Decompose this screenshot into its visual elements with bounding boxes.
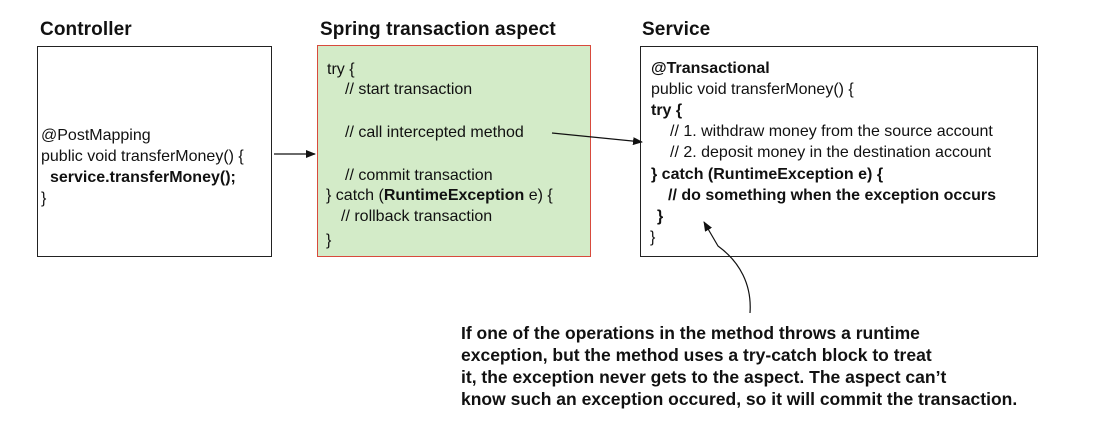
aspect-close-brace: } xyxy=(326,232,332,249)
aspect-catch-line: } catch (RuntimeException e) { xyxy=(326,186,553,206)
aspect-to-service-arrow xyxy=(551,132,643,146)
aspect-try-open: try { xyxy=(327,61,355,78)
service-title: Service xyxy=(642,19,711,40)
aspect-call-comment: // call intercepted method xyxy=(345,124,524,141)
note-line-1: If one of the operations in the method t… xyxy=(461,323,920,343)
controller-signature: public void transferMoney() { xyxy=(41,148,244,165)
service-step1-comment: // 1. withdraw money from the source acc… xyxy=(670,123,993,140)
controller-service-call: service.transferMoney(); xyxy=(50,169,236,186)
aspect-commit-comment: // commit transaction xyxy=(345,167,493,184)
aspect-rollback-comment: // rollback transaction xyxy=(341,208,493,225)
service-annotation: @Transactional xyxy=(651,60,770,77)
service-close-brace: } xyxy=(650,229,656,246)
service-inner-close-brace: } xyxy=(657,208,664,225)
controller-box xyxy=(37,46,272,257)
exception-note: If one of the operations in the method t… xyxy=(461,322,1081,410)
controller-annotation: @PostMapping xyxy=(41,127,151,144)
aspect-box xyxy=(317,45,591,257)
note-line-4: know such an exception occured, so it wi… xyxy=(461,389,1018,409)
note-line-2: exception, but the method uses a try-cat… xyxy=(461,345,932,365)
service-handle-comment: // do something when the exception occur… xyxy=(668,187,997,204)
note-pointer-arrow xyxy=(703,221,751,314)
note-line-3: it, the exception never gets to the aspe… xyxy=(461,367,947,387)
controller-close-brace: } xyxy=(41,190,47,207)
aspect-title: Spring transaction aspect xyxy=(320,19,556,40)
controller-title: Controller xyxy=(40,19,132,40)
aspect-catch-suffix: e) { xyxy=(524,187,553,204)
aspect-catch-exception: RuntimeException xyxy=(383,187,525,204)
service-catch-line: } catch (RuntimeException e) { xyxy=(651,166,884,183)
service-step2-comment: // 2. deposit money in the destination a… xyxy=(670,144,992,161)
aspect-start-comment: // start transaction xyxy=(345,81,473,98)
service-try-open: try { xyxy=(651,102,683,119)
aspect-catch-prefix: } catch ( xyxy=(326,187,384,204)
service-signature: public void transferMoney() { xyxy=(651,81,854,98)
